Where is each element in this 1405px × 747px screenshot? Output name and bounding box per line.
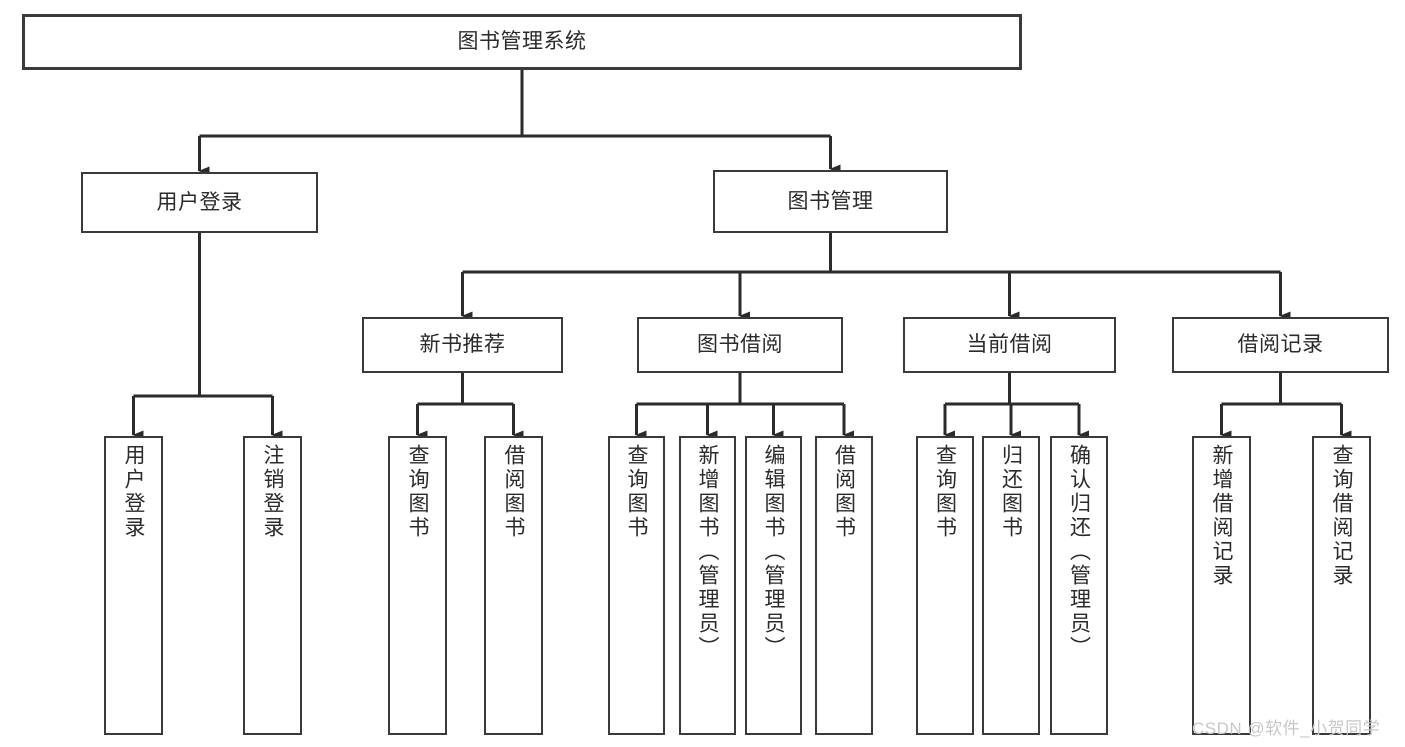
edge-group bbox=[132, 70, 1352, 440]
leaf-node-query-book-recommend[interactable]: 查询图书 bbox=[388, 436, 447, 735]
node-new-book-recommend[interactable]: 新书推荐 bbox=[362, 317, 563, 373]
leaf-node-label: 编辑图书（管理员） bbox=[762, 444, 785, 660]
leaf-node-label: 借阅图书 bbox=[832, 444, 856, 540]
node-label: 用户登录 bbox=[156, 190, 243, 214]
leaf-node-add-borrow-record[interactable]: 新增借阅记录 bbox=[1192, 436, 1251, 735]
leaf-node-logout-login[interactable]: 注销登录 bbox=[243, 436, 302, 735]
leaf-node-label: 查询图书 bbox=[406, 444, 429, 540]
leaf-node-label: 借阅图书 bbox=[502, 444, 525, 540]
leaf-node-return-book[interactable]: 归还图书 bbox=[982, 436, 1040, 735]
leaf-node-borrow-book[interactable]: 借阅图书 bbox=[815, 436, 873, 735]
leaf-node-label: 新增图书（管理员） bbox=[696, 444, 719, 660]
leaf-node-label: 注销登录 bbox=[261, 444, 284, 540]
leaf-node-label: 查询图书 bbox=[933, 444, 957, 540]
leaf-node-label: 归还图书 bbox=[999, 444, 1023, 540]
node-book-management[interactable]: 图书管理 bbox=[713, 170, 948, 233]
leaf-node-confirm-return[interactable]: 确认归还（管理员） bbox=[1050, 436, 1108, 735]
node-root-system[interactable]: 图书管理系统 bbox=[22, 14, 1022, 70]
node-book-borrow[interactable]: 图书借阅 bbox=[637, 317, 843, 373]
leaf-node-query-borrow-record[interactable]: 查询借阅记录 bbox=[1312, 436, 1371, 735]
node-borrow-record[interactable]: 借阅记录 bbox=[1172, 317, 1389, 373]
leaf-node-label: 新增借阅记录 bbox=[1210, 444, 1233, 588]
leaf-node-label: 确认归还（管理员） bbox=[1067, 444, 1091, 660]
leaf-node-label: 查询图书 bbox=[625, 444, 648, 540]
leaf-node-edit-book[interactable]: 编辑图书（管理员） bbox=[745, 436, 802, 735]
node-label: 借阅记录 bbox=[1237, 333, 1324, 357]
node-label: 当前借阅 bbox=[966, 333, 1053, 357]
csdn-watermark: CSDN @软件_小贺同学 bbox=[1192, 719, 1381, 738]
leaf-node-query-book-current[interactable]: 查询图书 bbox=[916, 436, 974, 735]
leaf-node-label: 用户登录 bbox=[122, 444, 145, 540]
node-label: 新书推荐 bbox=[419, 333, 506, 357]
leaf-node-add-book[interactable]: 新增图书（管理员） bbox=[679, 436, 736, 735]
node-label: 图书借阅 bbox=[697, 333, 783, 357]
node-label: 图书管理 bbox=[787, 189, 874, 213]
leaf-node-label: 查询借阅记录 bbox=[1330, 444, 1353, 588]
node-current-borrow[interactable]: 当前借阅 bbox=[903, 317, 1116, 373]
leaf-node-borrow-book-recommend[interactable]: 借阅图书 bbox=[484, 436, 543, 735]
node-label: 图书管理系统 bbox=[457, 30, 587, 54]
leaf-node-query-book-borrow[interactable]: 查询图书 bbox=[608, 436, 665, 735]
leaf-node-user-login[interactable]: 用户登录 bbox=[104, 436, 163, 735]
node-user-login[interactable]: 用户登录 bbox=[81, 172, 318, 233]
